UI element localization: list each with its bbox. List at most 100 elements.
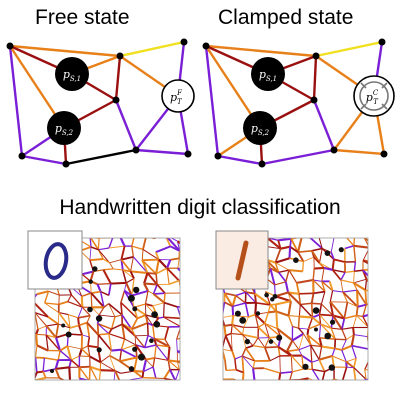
mesh-node <box>87 306 93 313</box>
mesh-edge <box>112 238 115 239</box>
mesh-edge <box>108 333 113 351</box>
mesh-edge <box>47 316 59 325</box>
mesh-edge <box>321 267 325 282</box>
mesh-edge <box>177 350 180 352</box>
network-frame-left <box>34 237 181 381</box>
node <box>380 150 388 158</box>
mesh-edge <box>58 300 68 306</box>
mesh-node <box>270 297 275 302</box>
mesh-edge <box>68 359 72 368</box>
mesh-edge <box>354 269 363 273</box>
mesh-edge <box>342 291 359 308</box>
mesh-edge <box>98 306 105 316</box>
mesh-edge <box>362 269 368 277</box>
mesh-edge <box>287 291 300 295</box>
mesh-edge <box>169 369 177 380</box>
mesh-edge <box>177 360 180 364</box>
mesh-edge <box>375 340 376 347</box>
mesh-edge <box>312 313 320 319</box>
mesh-edge <box>45 334 61 352</box>
mesh-edge <box>310 345 313 363</box>
mesh-edge <box>368 359 376 362</box>
mesh-edge <box>120 259 124 271</box>
mesh-edge <box>231 295 237 307</box>
mesh-edge <box>44 290 50 304</box>
mesh-edge <box>175 369 180 380</box>
mesh-node <box>324 250 331 256</box>
mesh-edge <box>362 259 368 265</box>
mesh-edge <box>147 290 154 295</box>
mesh-edge <box>356 289 368 306</box>
mesh-edge <box>311 359 320 363</box>
mesh-edge <box>323 266 333 271</box>
mesh-edge <box>54 368 61 379</box>
mesh-edge <box>370 248 380 251</box>
output-node-free <box>161 79 195 113</box>
mesh-edge <box>143 366 154 373</box>
mesh-edge <box>86 322 91 338</box>
mesh-edge <box>81 306 91 317</box>
mesh-edge <box>320 303 334 316</box>
mesh-edge <box>87 344 99 349</box>
mesh-edge <box>162 302 165 318</box>
mesh-edge <box>97 282 111 285</box>
mesh-edge <box>99 314 116 318</box>
mesh-edge <box>141 259 149 274</box>
mesh-edge <box>291 340 300 351</box>
mesh-edge <box>312 368 325 373</box>
mesh-edge <box>97 323 110 335</box>
mesh-edge <box>353 271 355 283</box>
mesh-edge <box>170 257 180 261</box>
input-node-1-label: pS,1 <box>63 68 81 83</box>
mesh-edge <box>235 291 247 297</box>
mesh-edge <box>122 269 135 279</box>
mesh-edge <box>120 348 138 359</box>
mesh-edge <box>35 312 47 327</box>
mesh-edge <box>119 238 126 247</box>
mesh-edge <box>242 334 247 349</box>
mesh-edge <box>302 261 305 272</box>
mesh-edge <box>54 337 62 352</box>
mesh-edge <box>125 282 133 297</box>
mesh-edge <box>131 246 135 257</box>
mesh-edge <box>146 272 158 286</box>
mesh-edge <box>318 359 326 372</box>
mesh-edge <box>163 301 178 308</box>
mesh-edge <box>35 345 38 358</box>
mesh-edge <box>299 303 314 319</box>
mesh-edge <box>98 332 109 336</box>
mesh-edge <box>89 366 98 380</box>
mesh-edge <box>297 327 305 335</box>
mesh-edge <box>178 280 180 290</box>
mesh-edge <box>245 347 256 362</box>
mesh-edge <box>284 281 290 293</box>
mesh-edge <box>120 338 126 350</box>
mesh-edge <box>164 339 171 348</box>
mesh-node <box>244 338 251 345</box>
mesh-edge <box>90 292 105 308</box>
mesh-node <box>61 323 66 328</box>
mesh-edge <box>345 270 355 273</box>
mesh-edge <box>309 237 319 238</box>
mesh-node <box>330 319 336 325</box>
clamp-arrows-icon <box>360 82 388 110</box>
mesh-edge <box>164 377 176 380</box>
mesh-edge <box>341 329 347 340</box>
mesh-edge <box>297 250 312 253</box>
mesh-edge <box>264 323 270 338</box>
mesh-edge <box>230 333 233 352</box>
mesh-edge <box>86 315 91 323</box>
mesh-edge <box>257 322 266 328</box>
mesh-edge <box>254 314 259 328</box>
input-node-1 <box>251 57 285 91</box>
mesh-edge <box>167 359 180 371</box>
mesh-edge <box>166 238 180 252</box>
mesh-edge <box>119 349 123 362</box>
mesh-edge <box>77 307 83 318</box>
mesh-edge <box>356 290 359 307</box>
mesh-edge <box>81 348 91 358</box>
mesh-edge <box>318 354 333 361</box>
mesh-edge <box>243 316 249 328</box>
mesh-edge <box>78 348 83 357</box>
